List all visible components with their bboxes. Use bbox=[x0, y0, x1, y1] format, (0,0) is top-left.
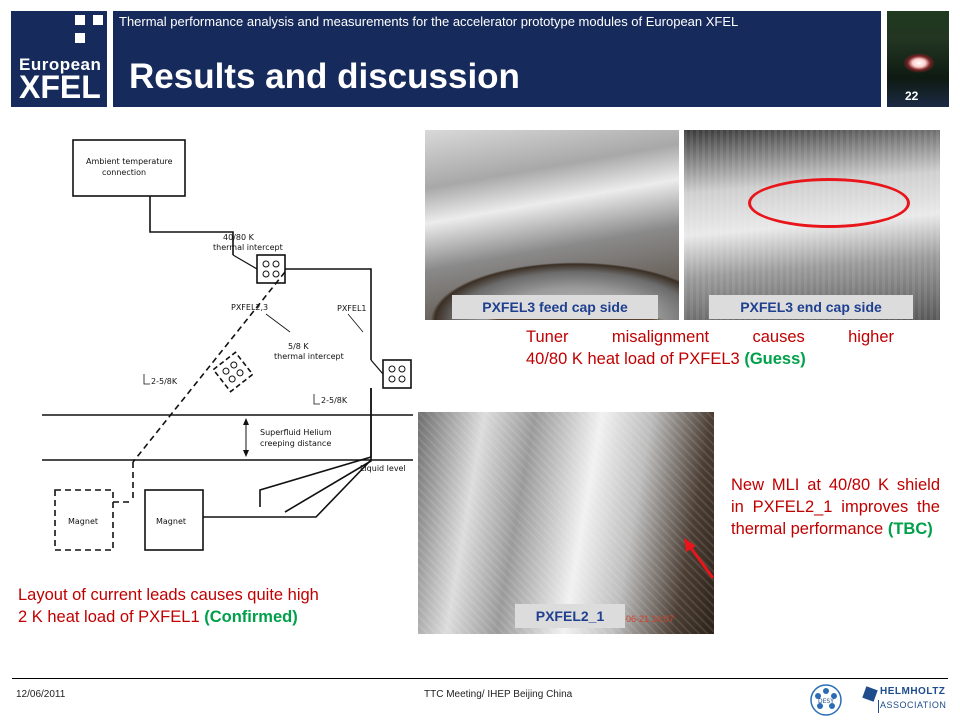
pin-icon bbox=[262, 260, 270, 268]
pin-icon bbox=[388, 365, 396, 373]
pin-icon bbox=[272, 260, 280, 268]
highlight-ellipse bbox=[748, 178, 910, 228]
current-leads-schematic: Ambient temperature connection 40/80 K t… bbox=[42, 139, 413, 551]
helmholtz-logo-icon: HELMHOLTZ ASSOCIATION bbox=[862, 686, 947, 716]
page-number: 22 bbox=[905, 89, 919, 103]
photo-timestamp: 2011-06-21 14:07 bbox=[603, 614, 674, 624]
creep-label-2: creeping distance bbox=[260, 439, 331, 448]
pin-icon bbox=[272, 270, 280, 278]
pin-icon bbox=[398, 365, 406, 373]
liquid-level-label: Liquid level bbox=[360, 464, 406, 473]
mli-status-tag: (TBC) bbox=[887, 520, 933, 538]
pxfel23-lead bbox=[132, 271, 286, 463]
logo-word-xfel: XFEL bbox=[19, 69, 101, 105]
slide-title: Results and discussion bbox=[129, 57, 520, 96]
intercept40-label-1: 40/80 K bbox=[223, 233, 255, 242]
lead-line-top bbox=[149, 196, 234, 255]
magnet-right-link bbox=[203, 459, 372, 518]
helmholtz-bar bbox=[878, 700, 879, 713]
intercept40-block bbox=[256, 254, 286, 284]
european-xfel-logo: European XFEL bbox=[11, 11, 107, 107]
helmholtz-line2: ASSOCIATION bbox=[880, 700, 947, 710]
logo-square-3 bbox=[75, 33, 85, 43]
pxfel21-label: PXFEL2_1 bbox=[515, 604, 625, 628]
desy-logo-text: DESY bbox=[818, 698, 834, 705]
feed-cap-label: PXFEL3 feed cap side bbox=[452, 295, 658, 319]
tuner-annotation-line1: Tuner misalignment causes higher bbox=[526, 328, 894, 346]
logo-square-2 bbox=[93, 15, 103, 25]
pxfel23-label: PXFEL2,3 bbox=[231, 303, 268, 312]
arrowhead-down-icon bbox=[243, 450, 249, 457]
magnet-right-box bbox=[144, 489, 204, 551]
tuner-annotation-text: 40/80 K heat load of PXFEL3 bbox=[526, 350, 740, 368]
creep-label-1: Superfluid Helium bbox=[260, 428, 332, 437]
intercept5-label-2: thermal intercept bbox=[274, 352, 344, 361]
pxfel1-pointer bbox=[347, 313, 364, 333]
desy-logo-icon: DESY bbox=[810, 684, 842, 716]
arrowhead-up-icon bbox=[243, 418, 249, 425]
pxfel1-lead-upper bbox=[285, 268, 372, 360]
footer-date: 12/06/2011 bbox=[16, 689, 66, 700]
footer-meeting: TTC Meeting/ IHEP Beijing China bbox=[424, 689, 573, 700]
red-arrow-icon bbox=[684, 538, 715, 579]
pxfel1-label: PXFEL1 bbox=[337, 304, 367, 313]
title-band: Thermal performance analysis and measure… bbox=[113, 11, 881, 107]
lead-a-bracket bbox=[143, 374, 150, 385]
lead-b-label: 2-5/8K bbox=[321, 396, 348, 405]
logo-word-european: European bbox=[19, 55, 102, 74]
intercept5-label-1: 5/8 K bbox=[288, 342, 309, 351]
intercept40-label-2: thermal intercept bbox=[213, 243, 283, 252]
header-photo bbox=[887, 11, 949, 107]
tuner-annotation-line2: 40/80 K heat load of PXFEL3 (Guess) bbox=[526, 348, 926, 370]
mli-annotation: New MLI at 40/80 K shield in PXFEL2_1 im… bbox=[731, 474, 940, 540]
leads-annotation-text: 2 K heat load of PXFEL1 bbox=[18, 608, 200, 626]
footer-divider bbox=[12, 678, 948, 679]
pin-icon bbox=[262, 270, 270, 278]
pin-icon bbox=[398, 375, 406, 383]
intercept5-block-tilted bbox=[212, 351, 254, 393]
ambient-connection-box bbox=[72, 139, 186, 197]
pin-icon bbox=[388, 375, 396, 383]
helmholtz-line1: HELMHOLTZ bbox=[880, 686, 946, 697]
ambient-label-2: connection bbox=[102, 168, 146, 177]
leads-annotation: Layout of current leads causes quite hig… bbox=[18, 584, 418, 628]
end-cap-label: PXFEL3 end cap side bbox=[709, 295, 913, 319]
magnet-right-label: Magnet bbox=[156, 517, 186, 526]
ambient-label-1: Ambient temperature bbox=[86, 157, 173, 166]
magnet-left-box bbox=[54, 489, 114, 551]
magnet-left-label: Magnet bbox=[68, 517, 98, 526]
leads-annotation-line2: 2 K heat load of PXFEL1 (Confirmed) bbox=[18, 606, 418, 628]
mli-annotation-text: New MLI at 40/80 K shield in PXFEL2_1 im… bbox=[731, 476, 940, 538]
tuner-status-tag: (Guess) bbox=[744, 350, 806, 368]
helmholtz-emblem-icon bbox=[862, 686, 878, 702]
lead-b-bracket bbox=[313, 394, 320, 405]
leads-status-tag: (Confirmed) bbox=[204, 608, 298, 626]
photo-pxfel3-end-cap: PXFEL3 end cap side bbox=[684, 130, 940, 320]
lead-a-label: 2-5/8K bbox=[151, 377, 178, 386]
logo-square-1 bbox=[75, 15, 85, 25]
photo-pxfel2-1: 2011-06-21 14:07 PXFEL2_1 bbox=[418, 412, 714, 634]
photo-pxfel3-feed-cap: PXFEL3 feed cap side bbox=[425, 130, 679, 320]
lead-connector bbox=[232, 254, 258, 270]
pxfel23-pointer bbox=[265, 313, 291, 333]
lead-connector bbox=[370, 359, 384, 375]
presentation-subtitle: Thermal performance analysis and measure… bbox=[119, 14, 739, 29]
intercept5-block-right bbox=[382, 359, 412, 389]
pxfel1-lead-to-magnet bbox=[284, 388, 372, 513]
leads-annotation-line1: Layout of current leads causes quite hig… bbox=[18, 586, 319, 604]
